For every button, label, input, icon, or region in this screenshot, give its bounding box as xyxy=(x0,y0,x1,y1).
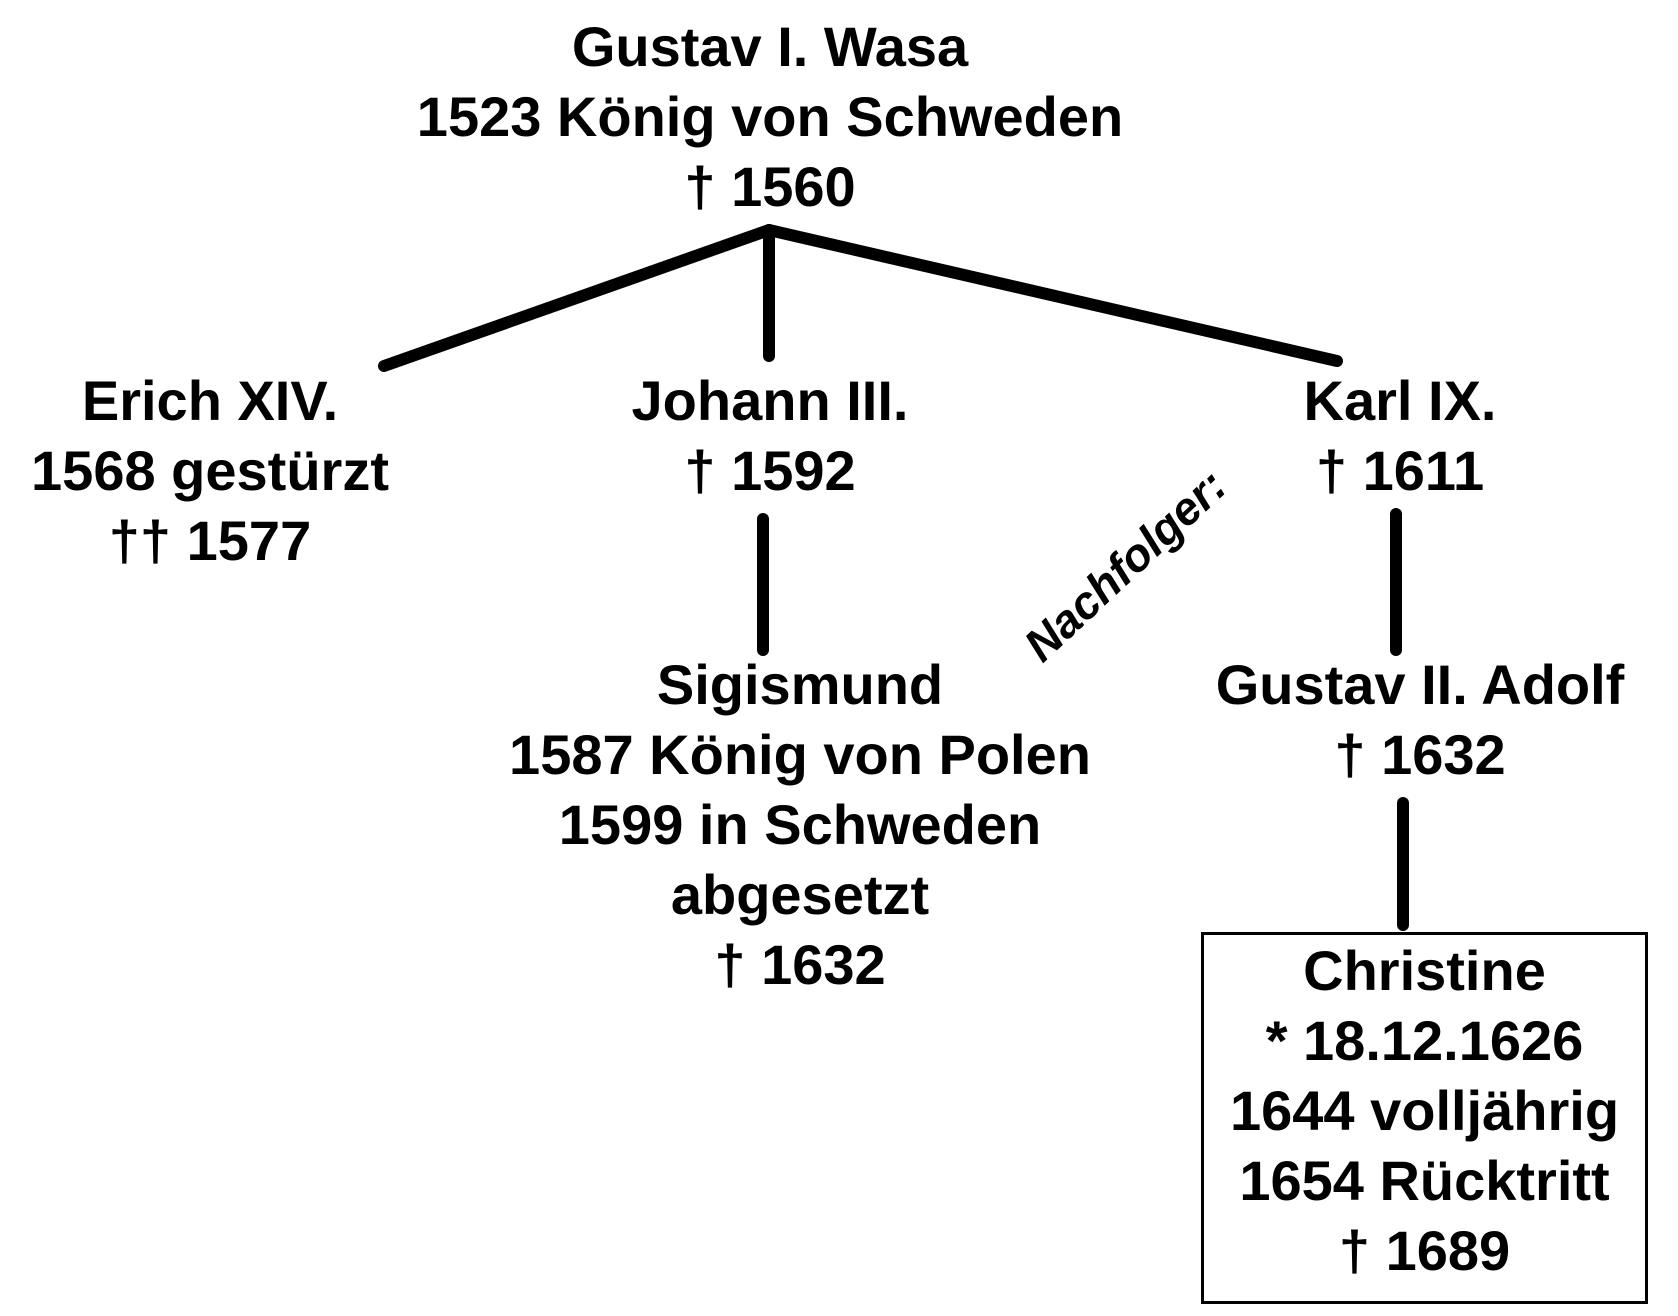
christine-highlight-box xyxy=(1201,932,1648,1304)
person-name: Johann III. xyxy=(631,369,909,432)
connector-gustav1-karl xyxy=(763,224,1343,367)
person-name: Erich XIV. xyxy=(81,369,339,432)
person-detail: 1587 König von Polen xyxy=(509,723,1091,786)
person-detail: 1644 volljährig xyxy=(1229,1079,1620,1142)
connector-gustav1-erich xyxy=(378,224,775,372)
person-name: Karl IX. xyxy=(1303,369,1497,432)
person-gustav-ii-adolf: Gustav II. Adolf † 1632 xyxy=(1180,650,1660,790)
person-name: Gustav II. Adolf xyxy=(1215,653,1625,716)
person-name: Christine xyxy=(1303,939,1546,1002)
person-detail: 1568 gestürzt xyxy=(31,439,389,502)
person-name: Gustav I. Wasa xyxy=(571,15,969,78)
person-death: † 1611 xyxy=(1315,439,1485,502)
person-detail: 1599 in Schweden xyxy=(558,793,1042,856)
person-detail: 1654 Rücktritt xyxy=(1239,1149,1610,1212)
person-erich-xiv: Erich XIV. 1568 gestürzt †† 1577 xyxy=(0,366,420,576)
person-death: † 1592 xyxy=(684,439,856,502)
person-johann-iii: Johann III. † 1592 xyxy=(560,366,980,506)
person-name: Sigismund xyxy=(656,653,944,716)
person-christine: Christine * 18.12.1626 1644 volljährig 1… xyxy=(1201,936,1648,1286)
person-detail: 1523 König von Schweden xyxy=(416,85,1124,148)
person-death: † 1632 xyxy=(714,933,886,996)
person-birth: * 18.12.1626 xyxy=(1265,1009,1584,1072)
person-death: †† 1577 xyxy=(108,509,312,572)
person-death: † 1560 xyxy=(684,155,856,218)
person-detail: abgesetzt xyxy=(670,863,930,926)
person-death: † 1632 xyxy=(1334,723,1506,786)
person-sigismund: Sigismund 1587 König von Polen 1599 in S… xyxy=(440,650,1160,1000)
person-death: † 1689 xyxy=(1338,1219,1511,1282)
person-gustav-i-wasa: Gustav I. Wasa 1523 König von Schweden †… xyxy=(340,12,1200,222)
person-karl-ix: Karl IX. † 1611 xyxy=(1180,366,1620,506)
